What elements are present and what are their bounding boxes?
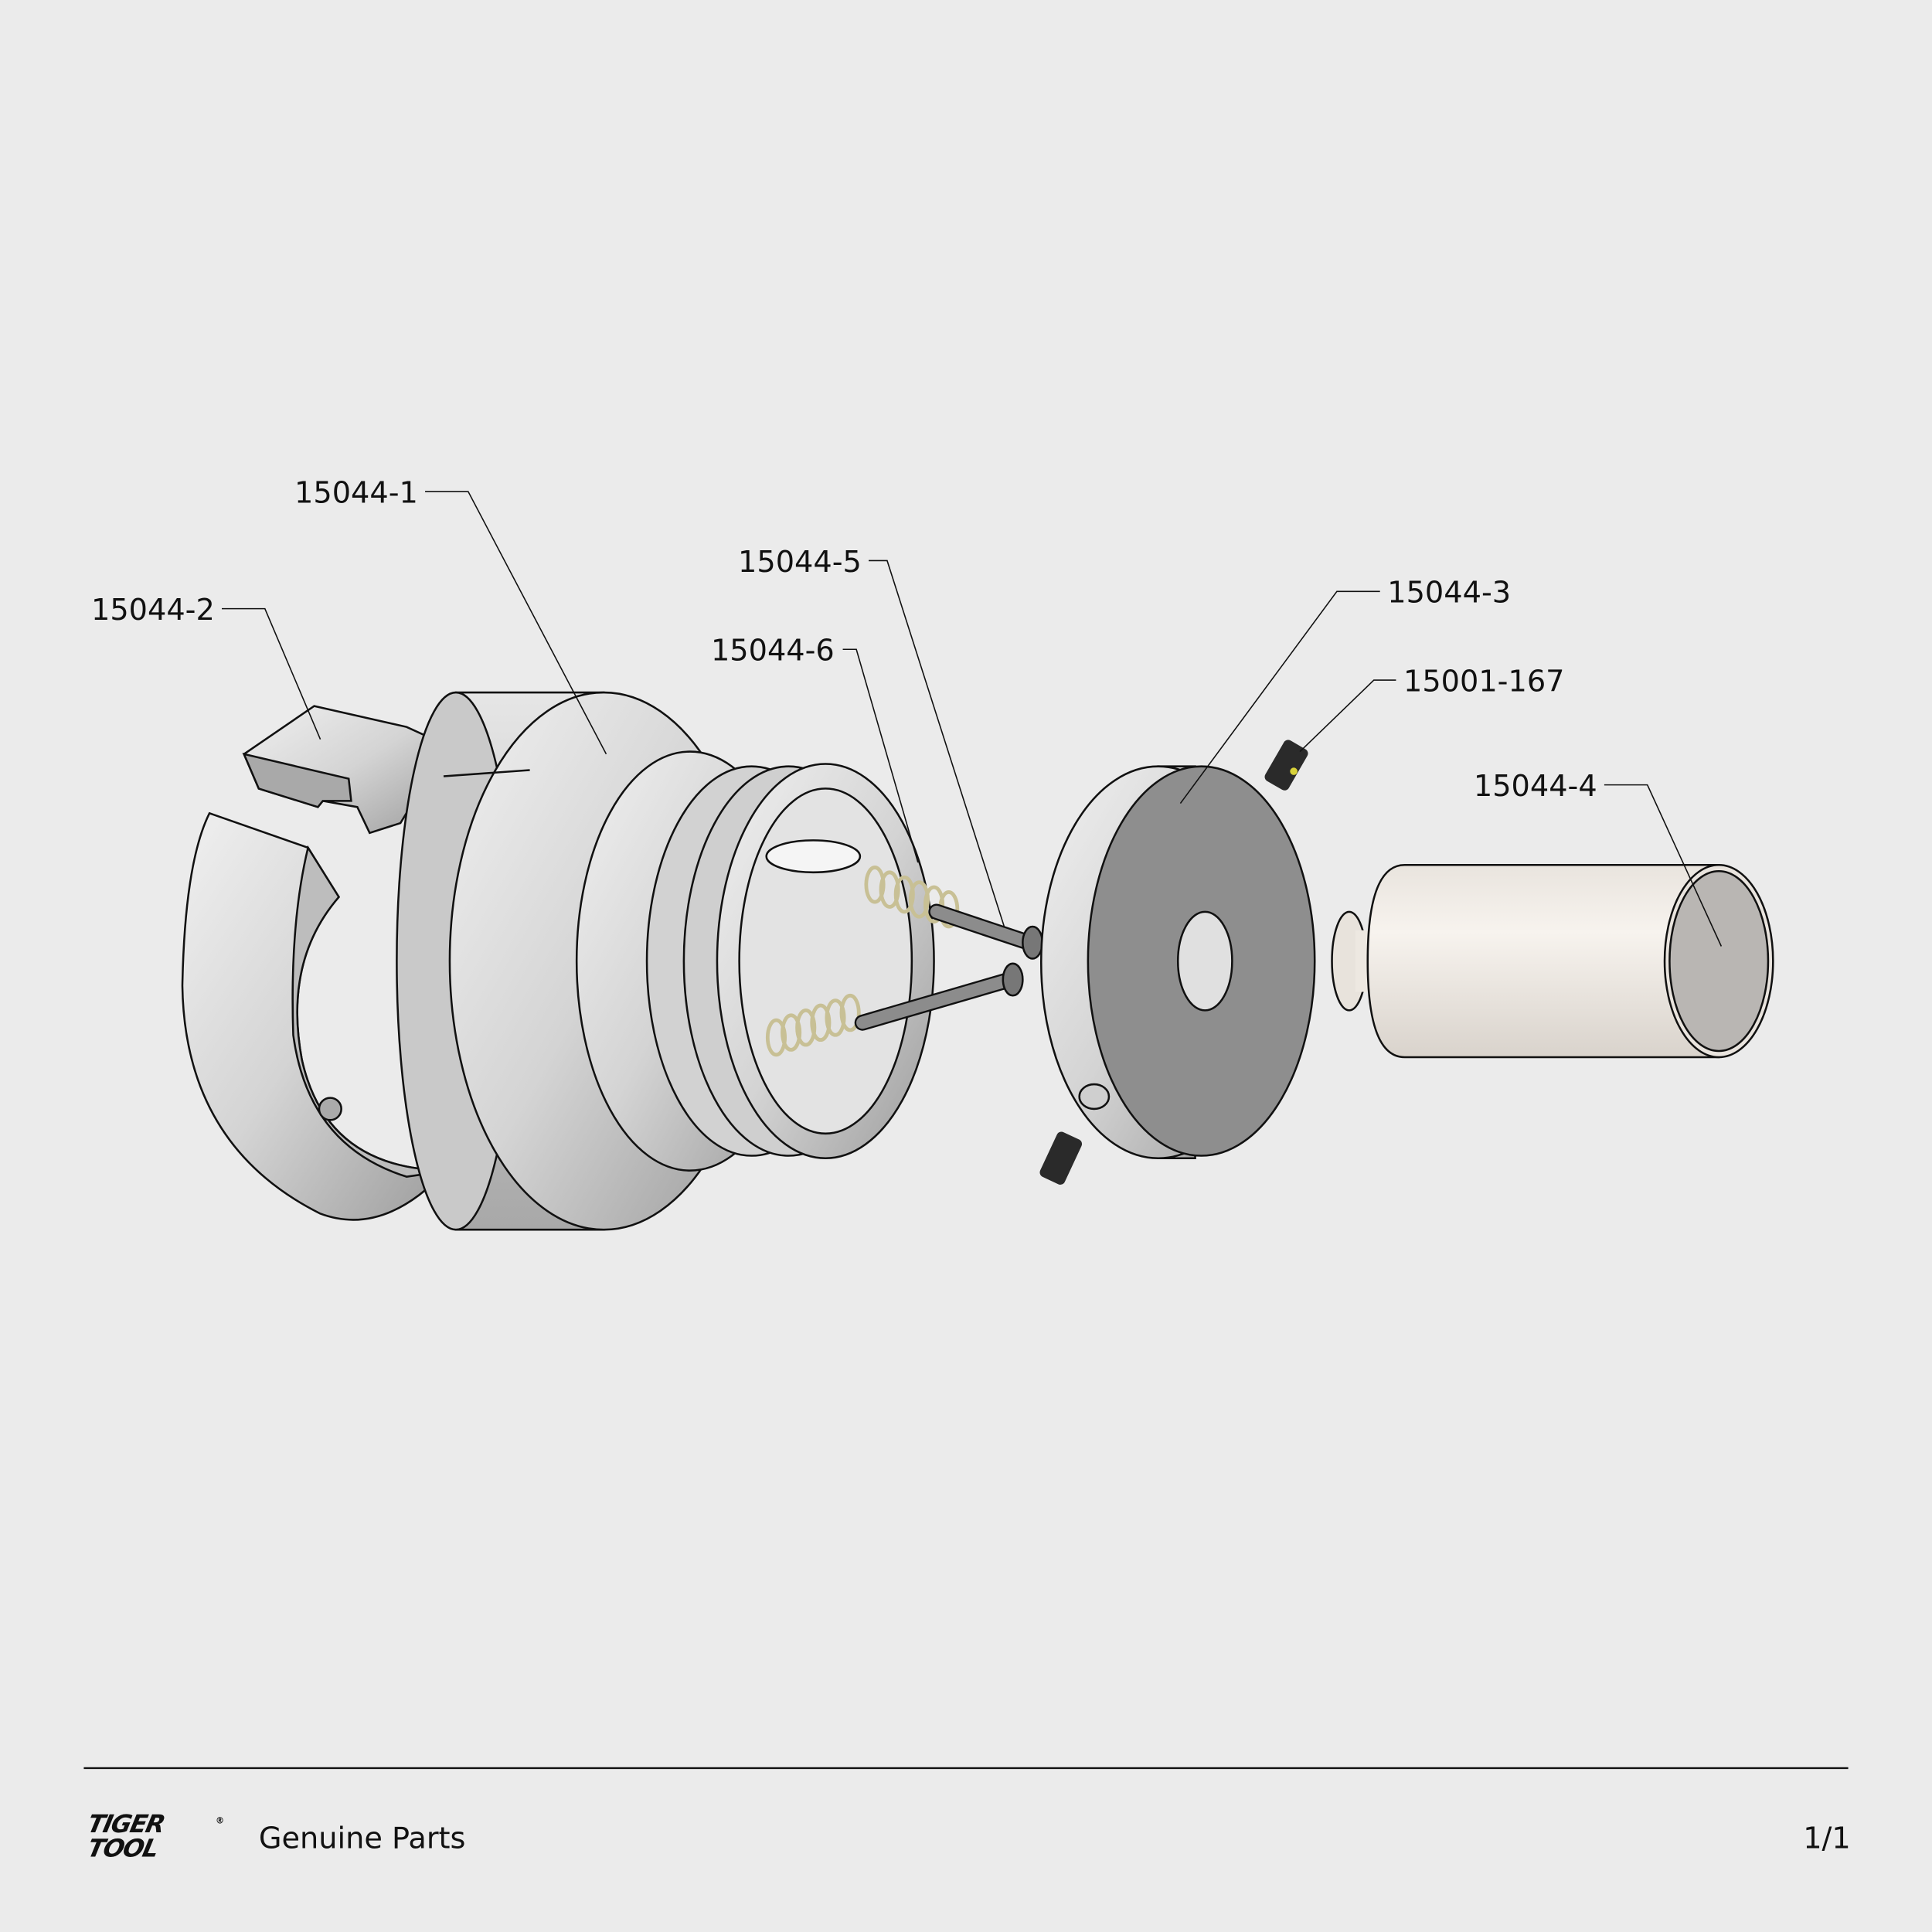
page-number: 1/1 <box>1803 1821 1851 1856</box>
tiger-tool-logo: TIGER TOOL ® <box>85 1809 224 1862</box>
registered-mark: ® <box>216 1816 224 1826</box>
callout-15044-1: 15044-1 <box>294 476 607 755</box>
pin-part <box>854 903 1044 1031</box>
cylinder-part <box>1331 863 1774 1059</box>
callout-label: 15044-6 <box>711 634 835 668</box>
spring-part <box>765 866 960 1057</box>
callout-label: 15001-167 <box>1403 664 1565 699</box>
main-body-part <box>396 691 935 1231</box>
logo-line-1: TIGER <box>85 1809 167 1838</box>
callout-15044-5: 15044-5 <box>738 545 1005 927</box>
footer-tagline: Genuine Parts <box>259 1821 466 1856</box>
set-screw-part <box>1039 740 1308 1185</box>
disc-part <box>1039 765 1316 1159</box>
callout-label: 15044-5 <box>738 545 862 580</box>
callout-15044-3: 15044-3 <box>1179 576 1511 804</box>
logo-line-2: TOOL <box>85 1834 161 1863</box>
callout-label: 15044-3 <box>1387 576 1511 611</box>
callout-15001-167: 15001-167 <box>1299 664 1565 753</box>
callout-label: 15044-4 <box>1474 769 1597 804</box>
callout-15044-2: 15044-2 <box>91 593 321 740</box>
callout-15044-6: 15044-6 <box>711 634 919 863</box>
split-collar-part <box>181 705 453 1221</box>
callout-label: 15044-1 <box>294 476 418 511</box>
callout-label: 15044-2 <box>91 593 215 628</box>
callout-15044-4: 15044-4 <box>1474 769 1723 947</box>
